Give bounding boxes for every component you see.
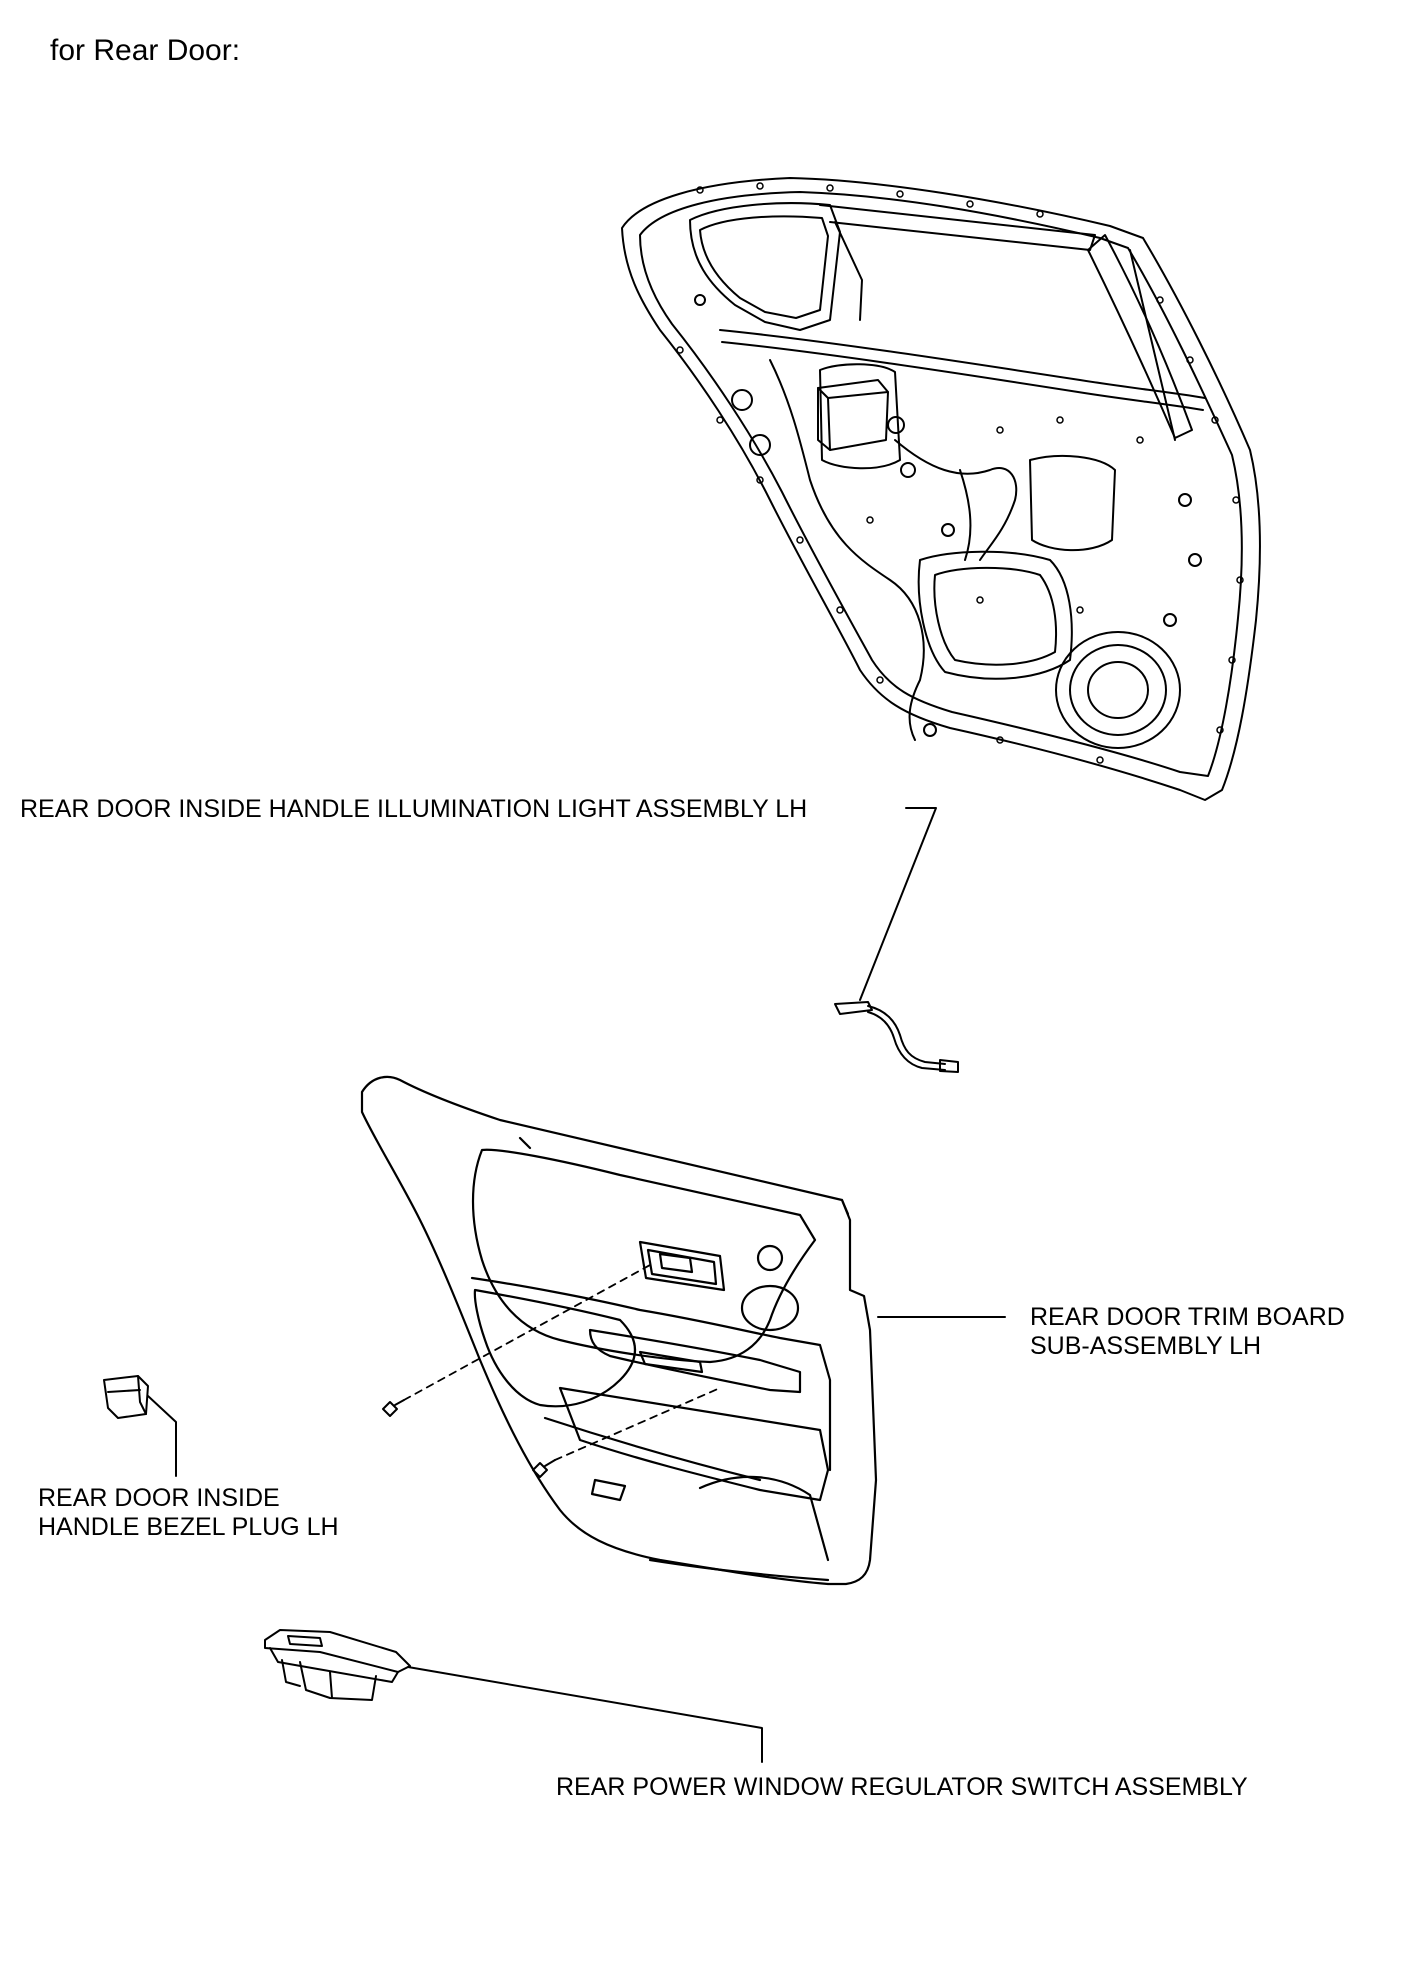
window-switch-assembly	[264, 1629, 411, 1701]
illumination-light-label: REAR DOOR INSIDE HANDLE ILLUMINATION LIG…	[20, 795, 808, 823]
trim-screws	[382, 1399, 556, 1478]
rear-door-inner-panel	[621, 177, 1261, 801]
trim-board	[360, 1075, 878, 1586]
trim-board-label-line2: SUB-ASSEMBLY LH	[1030, 1332, 1262, 1360]
window-switch-leader	[407, 1666, 763, 1763]
bezel-plug	[103, 1375, 149, 1419]
screw-dashed-lines	[403, 1264, 721, 1461]
diagram-heading: for Rear Door:	[50, 34, 241, 67]
window-switch-label: REAR POWER WINDOW REGULATOR SWITCH ASSEM…	[556, 1773, 1248, 1801]
illumination-light-leader	[859, 807, 937, 1001]
trim-board-label-line1: REAR DOOR TRIM BOARD	[1030, 1303, 1345, 1331]
bezel-plug-label-line2: HANDLE BEZEL PLUG LH	[38, 1513, 339, 1541]
bezel-plug-leader	[147, 1395, 177, 1477]
bezel-plug-label-line1: REAR DOOR INSIDE	[38, 1484, 280, 1512]
illumination-light-assembly	[834, 1001, 959, 1073]
